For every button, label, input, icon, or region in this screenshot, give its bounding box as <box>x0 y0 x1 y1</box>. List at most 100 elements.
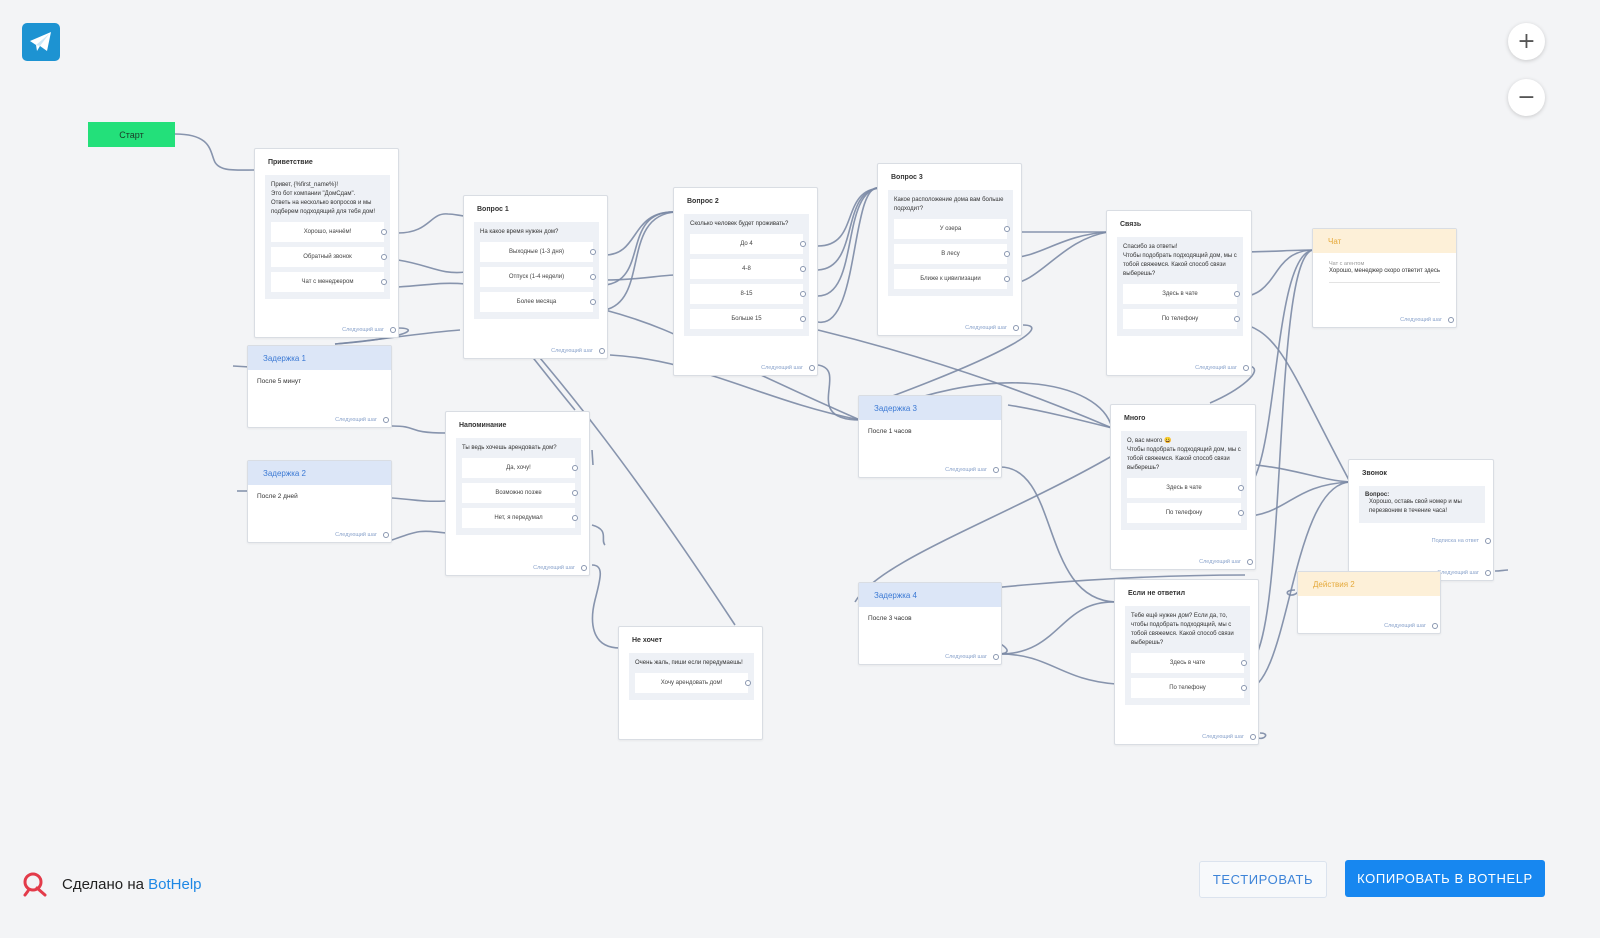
next-step-link[interactable]: Следующий шаг <box>1199 559 1253 565</box>
test-button[interactable]: ТЕСТИРОВАТЬ <box>1199 861 1327 898</box>
output-port[interactable] <box>1004 276 1010 282</box>
output-port[interactable] <box>1432 623 1438 629</box>
output-port[interactable] <box>1004 226 1010 232</box>
next-step-link[interactable]: Следующий шаг <box>335 532 389 538</box>
reply-button[interactable]: Обратный звонок <box>271 247 387 267</box>
next-step-link[interactable]: Следующий шаг <box>1202 734 1256 740</box>
next-step-link[interactable]: Следующий шаг <box>533 565 587 571</box>
output-port[interactable] <box>1250 734 1256 740</box>
output-port[interactable] <box>383 417 389 423</box>
reply-button[interactable]: 8-15 <box>690 284 806 304</box>
reply-button[interactable]: В лесу <box>894 244 1010 264</box>
output-port[interactable] <box>572 490 578 496</box>
copy-to-bothelp-button[interactable]: КОПИРОВАТЬ В BOTHELP <box>1345 860 1545 897</box>
next-step-link[interactable]: Следующий шаг <box>1195 365 1249 371</box>
output-port[interactable] <box>745 680 751 686</box>
output-port[interactable] <box>1241 660 1247 666</box>
output-port[interactable] <box>1234 291 1240 297</box>
node-delay-1[interactable]: Задержка 1 После 5 минут Следующий шаг <box>247 345 392 428</box>
reply-button[interactable]: До 4 <box>690 234 806 254</box>
output-port[interactable] <box>809 365 815 371</box>
output-port[interactable] <box>1448 317 1454 323</box>
reply-button[interactable]: Отпуск (1-4 недели) <box>480 267 596 287</box>
node-many[interactable]: Много О, вас много 😀 Чтобы подобрать под… <box>1110 404 1256 570</box>
output-port[interactable] <box>800 266 806 272</box>
start-node[interactable]: Старт <box>88 122 175 147</box>
node-delay-3[interactable]: Задержка 3 После 1 часов Следующий шаг <box>858 395 1002 478</box>
output-port[interactable] <box>1247 559 1253 565</box>
reply-button[interactable]: Больше 15 <box>690 309 806 329</box>
next-step-link[interactable]: Следующий шаг <box>1437 570 1491 576</box>
next-step-link[interactable]: Следующий шаг <box>945 654 999 660</box>
output-port[interactable] <box>800 241 806 247</box>
node-action-2[interactable]: Действия 2 Следующий шаг <box>1297 571 1441 634</box>
output-port[interactable] <box>1004 251 1010 257</box>
node-chat[interactable]: Чат Чат с агентом Хорошо, менеджер скоро… <box>1312 228 1457 328</box>
telegram-icon[interactable] <box>22 23 60 61</box>
reply-button[interactable]: Чат с менеджером <box>271 272 387 292</box>
reply-button[interactable]: Нет, я передумал <box>462 508 578 528</box>
output-port[interactable] <box>993 467 999 473</box>
next-step-link[interactable]: Следующий шаг <box>1384 623 1438 629</box>
zoom-out-button[interactable]: − <box>1508 79 1545 116</box>
zoom-in-button[interactable]: + <box>1508 23 1545 60</box>
next-step-link[interactable]: Следующий шаг <box>1400 317 1454 323</box>
output-port[interactable] <box>590 249 596 255</box>
output-port[interactable] <box>383 532 389 538</box>
output-port[interactable] <box>381 229 387 235</box>
reply-button[interactable]: У озера <box>894 219 1010 239</box>
reply-button[interactable]: Здесь в чате <box>1127 478 1244 498</box>
output-port[interactable] <box>590 274 596 280</box>
reply-button[interactable]: Более месяца <box>480 292 596 312</box>
reply-button[interactable]: 4-8 <box>690 259 806 279</box>
next-step-link[interactable]: Следующий шаг <box>965 325 1019 331</box>
made-with-bothelp[interactable]: Сделано на BotHelp <box>22 871 202 897</box>
output-port[interactable] <box>572 465 578 471</box>
node-delay-2[interactable]: Задержка 2 После 2 дней Следующий шаг <box>247 460 392 543</box>
output-port[interactable] <box>390 327 396 333</box>
node-question-1[interactable]: Вопрос 1 На какое время нужен дом? Выход… <box>463 195 608 359</box>
output-port[interactable] <box>1013 325 1019 331</box>
output-port[interactable] <box>1241 685 1247 691</box>
output-port[interactable] <box>1238 510 1244 516</box>
output-port[interactable] <box>1485 538 1491 544</box>
output-port[interactable] <box>572 515 578 521</box>
reply-button[interactable]: По телефону <box>1127 503 1244 523</box>
node-greeting[interactable]: Приветствие Привет, {%first_name%}! Это … <box>254 148 399 338</box>
next-step-link[interactable]: Следующий шаг <box>945 467 999 473</box>
output-port[interactable] <box>1234 316 1240 322</box>
reply-button[interactable]: По телефону <box>1131 678 1247 698</box>
reply-button[interactable]: Здесь в чате <box>1123 284 1240 304</box>
next-step-link[interactable]: Следующий шаг <box>342 327 396 333</box>
node-question-3[interactable]: Вопрос 3 Какое расположение дома вам бол… <box>877 163 1022 336</box>
output-port[interactable] <box>1243 365 1249 371</box>
reply-button[interactable]: Хочу арендовать дом! <box>635 673 751 693</box>
output-port[interactable] <box>993 654 999 660</box>
bothelp-link[interactable]: BotHelp <box>148 875 202 893</box>
node-delay-4[interactable]: Задержка 4 После 3 часов Следующий шаг <box>858 582 1002 665</box>
reply-button[interactable]: Выходные (1-3 дня) <box>480 242 596 262</box>
node-no-answer[interactable]: Если не ответил Тебе ещё нужен дом? Если… <box>1114 579 1259 745</box>
output-port[interactable] <box>381 254 387 260</box>
node-dont-want[interactable]: Не хочет Очень жаль, пиши если передумае… <box>618 626 763 740</box>
output-port[interactable] <box>590 299 596 305</box>
output-port[interactable] <box>800 291 806 297</box>
output-port[interactable] <box>800 316 806 322</box>
reply-button[interactable]: Хорошо, начнём! <box>271 222 387 242</box>
reply-button[interactable]: Да, хочу! <box>462 458 578 478</box>
output-port[interactable] <box>581 565 587 571</box>
reply-button[interactable]: Ближе к цивилизации <box>894 269 1010 289</box>
next-step-link[interactable]: Следующий шаг <box>551 348 605 354</box>
next-step-link[interactable]: Следующий шаг <box>335 417 389 423</box>
node-call[interactable]: Звонок Вопрос: Хорошо, оставь свой номер… <box>1348 459 1494 581</box>
next-step-link[interactable]: Следующий шаг <box>761 365 815 371</box>
node-question-2[interactable]: Вопрос 2 Сколько человек будет проживать… <box>673 187 818 376</box>
output-port[interactable] <box>1485 570 1491 576</box>
output-port[interactable] <box>381 279 387 285</box>
subscribe-answer-link[interactable]: Подписка на ответ <box>1432 538 1491 544</box>
output-port[interactable] <box>599 348 605 354</box>
reply-button[interactable]: Здесь в чате <box>1131 653 1247 673</box>
node-reminder[interactable]: Напоминание Ты ведь хочешь арендовать до… <box>445 411 590 576</box>
node-contact[interactable]: Связь Спасибо за ответы! Чтобы подобрать… <box>1106 210 1252 376</box>
